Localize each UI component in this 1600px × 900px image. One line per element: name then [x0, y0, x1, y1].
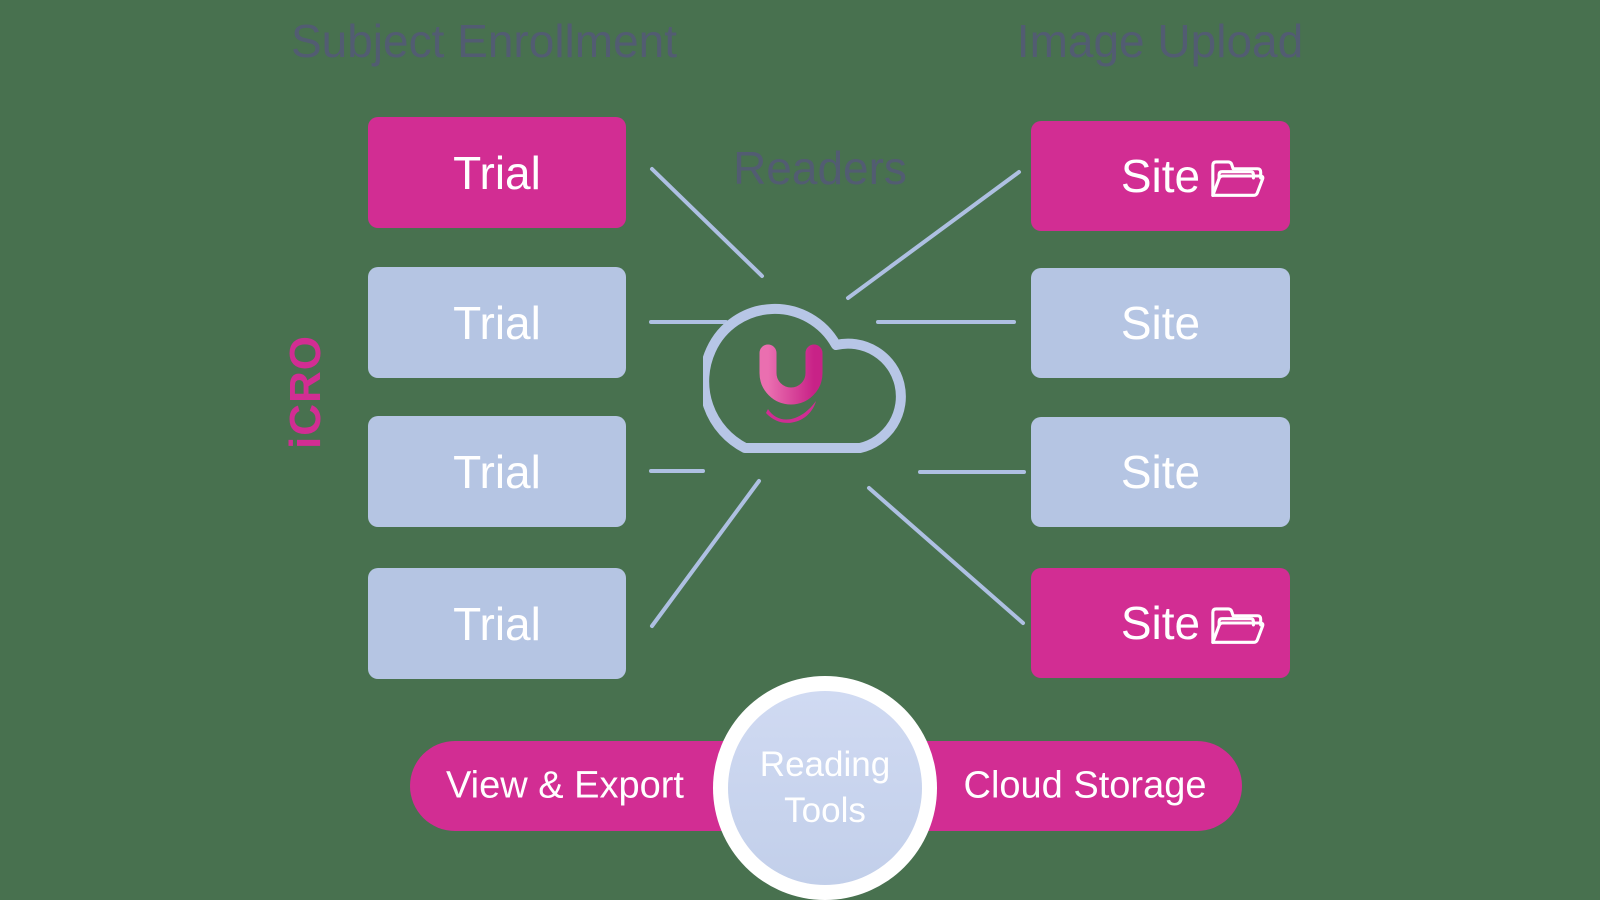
cloud-icon — [703, 303, 906, 453]
site-box-label: Site — [1120, 297, 1201, 349]
trial-box-label: Trial — [453, 597, 541, 650]
trial-box-label: Trial — [453, 296, 541, 349]
site-box: Site — [1031, 268, 1290, 378]
site-box-label: Site — [1120, 597, 1201, 649]
subject-enrollment-header: Subject Enrollment — [290, 15, 678, 67]
readers-label: Readers — [733, 142, 907, 194]
site-box: Site — [1031, 568, 1290, 678]
reading-tools-circle: Reading Tools — [713, 676, 937, 900]
icro-label: iCRO — [281, 335, 330, 449]
reading-tools-label-line1: Reading — [759, 744, 891, 784]
trial-box: Trial — [368, 568, 626, 679]
trial-box-label: Trial — [453, 146, 541, 199]
trial-box: Trial — [368, 267, 626, 378]
cloud-storage-label: Cloud Storage — [963, 764, 1207, 807]
ucloud-logo-icon — [759, 344, 823, 423]
folder-icon — [1208, 599, 1266, 647]
site-box-label: Site — [1120, 446, 1201, 498]
trial-box: Trial — [368, 416, 626, 527]
view-export-label: View & Export — [446, 764, 684, 807]
trial-box: Trial — [368, 117, 626, 228]
folder-icon — [1208, 152, 1266, 200]
reading-tools-label-line2: Tools — [784, 791, 866, 830]
site-box: Site — [1031, 417, 1290, 527]
site-box: Site — [1031, 121, 1290, 231]
reading-tools-circle-fill: Reading Tools — [728, 691, 922, 885]
site-box-label: Site — [1120, 150, 1201, 202]
image-upload-header: Image Upload — [1016, 15, 1304, 67]
trial-box-label: Trial — [453, 445, 541, 498]
